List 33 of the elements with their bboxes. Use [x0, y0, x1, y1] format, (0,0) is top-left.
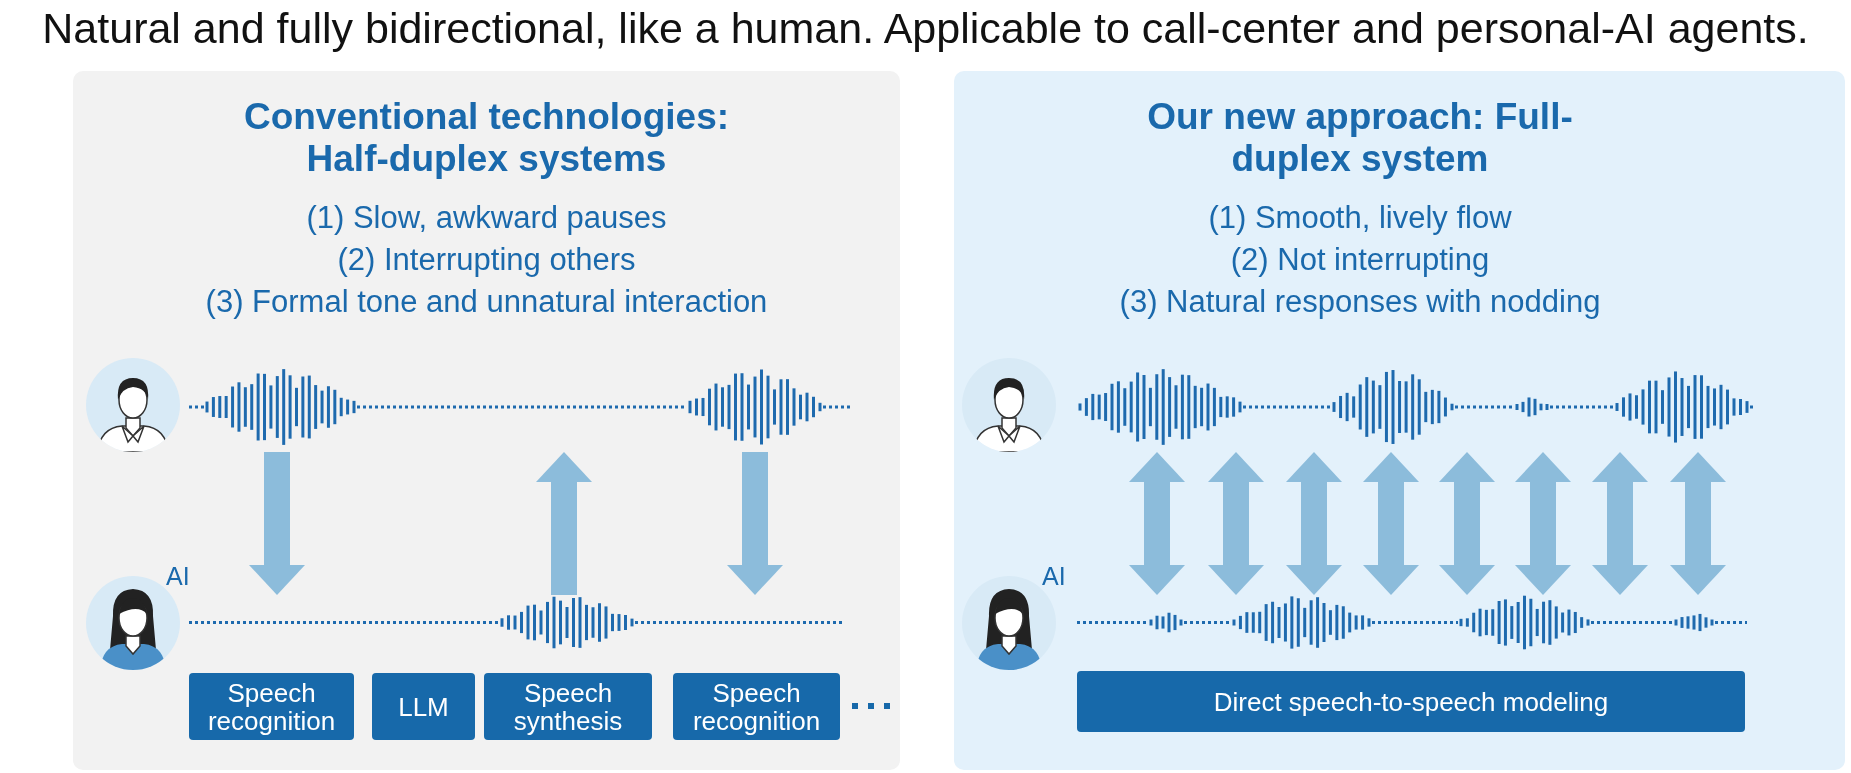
double-arrow [1515, 452, 1571, 595]
process-box: LLM [372, 673, 475, 740]
double-arrow [1670, 452, 1726, 595]
process-box: Speech synthesis [484, 673, 652, 740]
person-icon [86, 358, 180, 452]
arrow [536, 452, 592, 595]
arrow [249, 452, 305, 595]
double-arrow [1439, 452, 1495, 595]
speech-waveform [189, 595, 844, 650]
list-item: (3) Natural responses with nodding [1118, 283, 1602, 321]
ai-label: AI [1042, 562, 1066, 591]
panel [73, 71, 900, 770]
double-arrow [1592, 452, 1648, 595]
list-item: (1) Slow, awkward pauses [305, 199, 668, 237]
arrow [727, 452, 783, 595]
list-item: (1) Smooth, lively flow [1207, 199, 1513, 237]
list-item: (2) Interrupting others [336, 241, 637, 279]
ai-label: AI [166, 562, 190, 591]
list-item: (3) Formal tone and unnatural interaction [204, 283, 769, 321]
double-arrow [1129, 452, 1185, 595]
double-arrow [1363, 452, 1419, 595]
list-item: (2) Not interrupting [1229, 241, 1491, 279]
panel [954, 71, 1845, 770]
title: Natural and fully bidirectional, like a human. Applicable to call-center and personal-AI agents. [41, 4, 1810, 53]
panel-heading: Our new approach: Full-duplex system [1146, 96, 1574, 180]
panel-heading: Conventional technologies: Half-duplex systems [242, 96, 731, 180]
process-box: Direct speech-to-speech modeling [1077, 671, 1745, 732]
process-box: Speech recognition [673, 673, 840, 740]
double-arrow [1208, 452, 1264, 595]
process-box: Speech recognition [189, 673, 354, 740]
person-icon [962, 358, 1056, 452]
speech-waveform [1077, 595, 1747, 650]
double-arrow [1286, 452, 1342, 595]
